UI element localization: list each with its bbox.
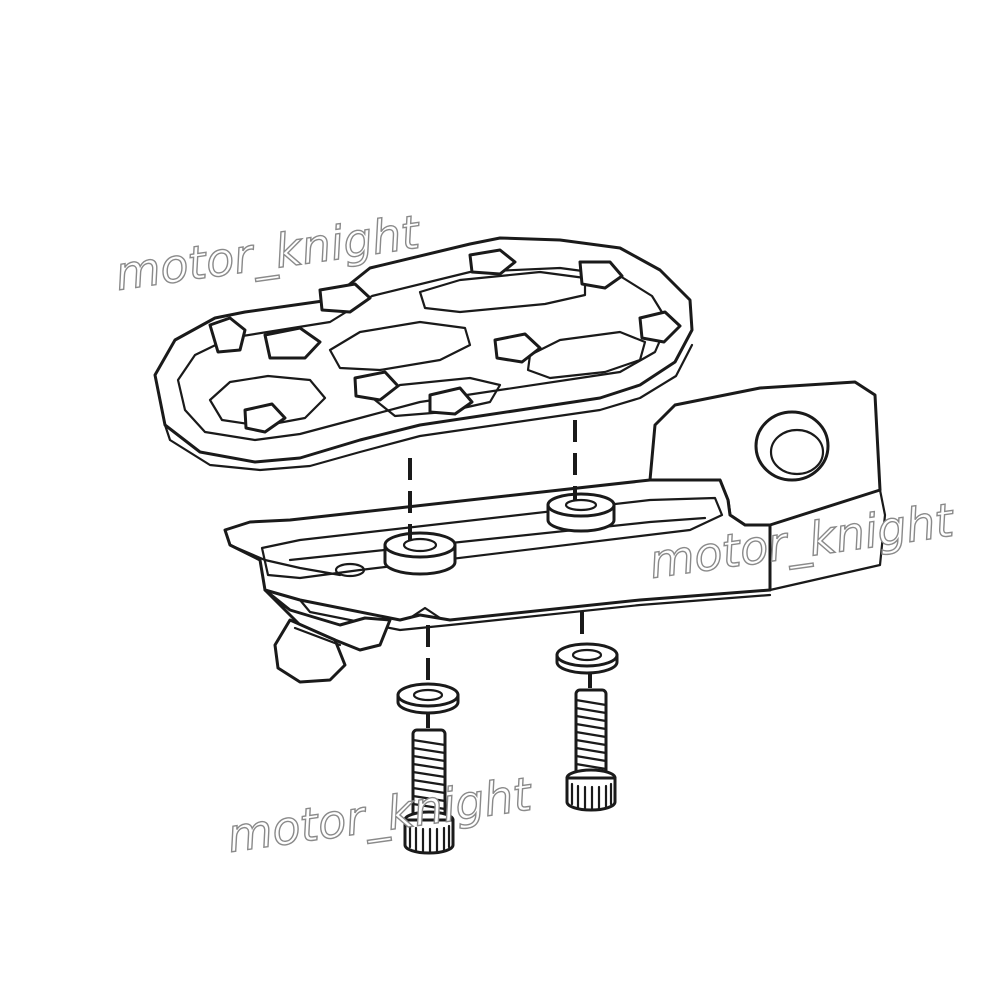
footpeg-pad xyxy=(153,236,694,472)
screw-left xyxy=(403,728,455,855)
washer-left xyxy=(396,682,460,715)
screw-right xyxy=(565,688,617,812)
boss-right xyxy=(546,492,616,533)
boss-left xyxy=(383,531,457,576)
watermark-bottom: motor_knight xyxy=(224,767,536,863)
mounting-hole xyxy=(754,410,830,482)
footpeg-base xyxy=(223,380,887,684)
washer-right xyxy=(555,642,619,675)
